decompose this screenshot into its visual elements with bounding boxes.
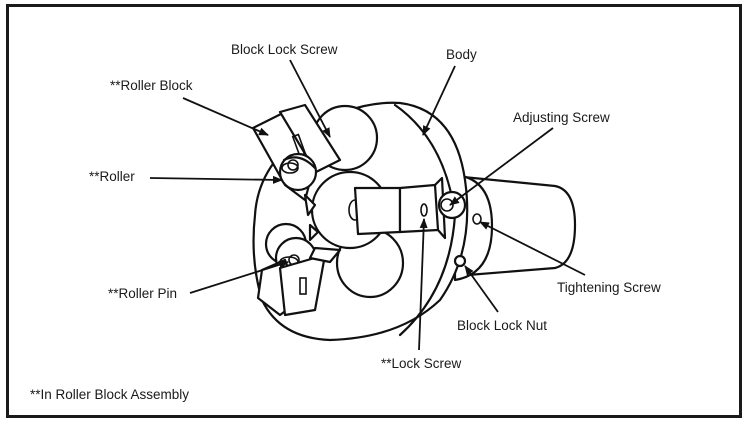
cutter-block bbox=[353, 176, 447, 240]
label-block-lock-nut: Block Lock Nut bbox=[457, 318, 548, 333]
lower-roller-block bbox=[256, 222, 342, 317]
shank bbox=[461, 175, 577, 277]
tightening-screw-hole bbox=[472, 213, 482, 225]
label-body: Body bbox=[446, 47, 477, 62]
label-adjusting-screw: Adjusting Screw bbox=[513, 110, 610, 125]
label-block-lock-screw: Block Lock Screw bbox=[231, 42, 338, 57]
label-roller: **Roller bbox=[89, 169, 135, 184]
leader-lock-screw bbox=[418, 218, 428, 351]
leader-adjusting-screw bbox=[449, 127, 554, 206]
leader-body bbox=[422, 65, 456, 136]
leader-roller-pin bbox=[189, 260, 289, 294]
label-roller-block: **Roller Block bbox=[110, 78, 193, 93]
leader-roller bbox=[149, 175, 283, 184]
block-lock-nut bbox=[453, 254, 467, 268]
leader-roller-block bbox=[182, 97, 269, 136]
upper-roller-block bbox=[251, 103, 342, 217]
label-tightening-screw: Tightening Screw bbox=[557, 280, 661, 295]
leader-tightening-screw bbox=[479, 221, 586, 276]
footnote: **In Roller Block Assembly bbox=[30, 387, 190, 402]
label-roller-pin: **Roller Pin bbox=[108, 286, 178, 301]
label-lock-screw: **Lock Screw bbox=[381, 356, 462, 371]
leader-block-lock-nut bbox=[464, 265, 499, 313]
leader-block-lock-screw bbox=[289, 59, 331, 138]
